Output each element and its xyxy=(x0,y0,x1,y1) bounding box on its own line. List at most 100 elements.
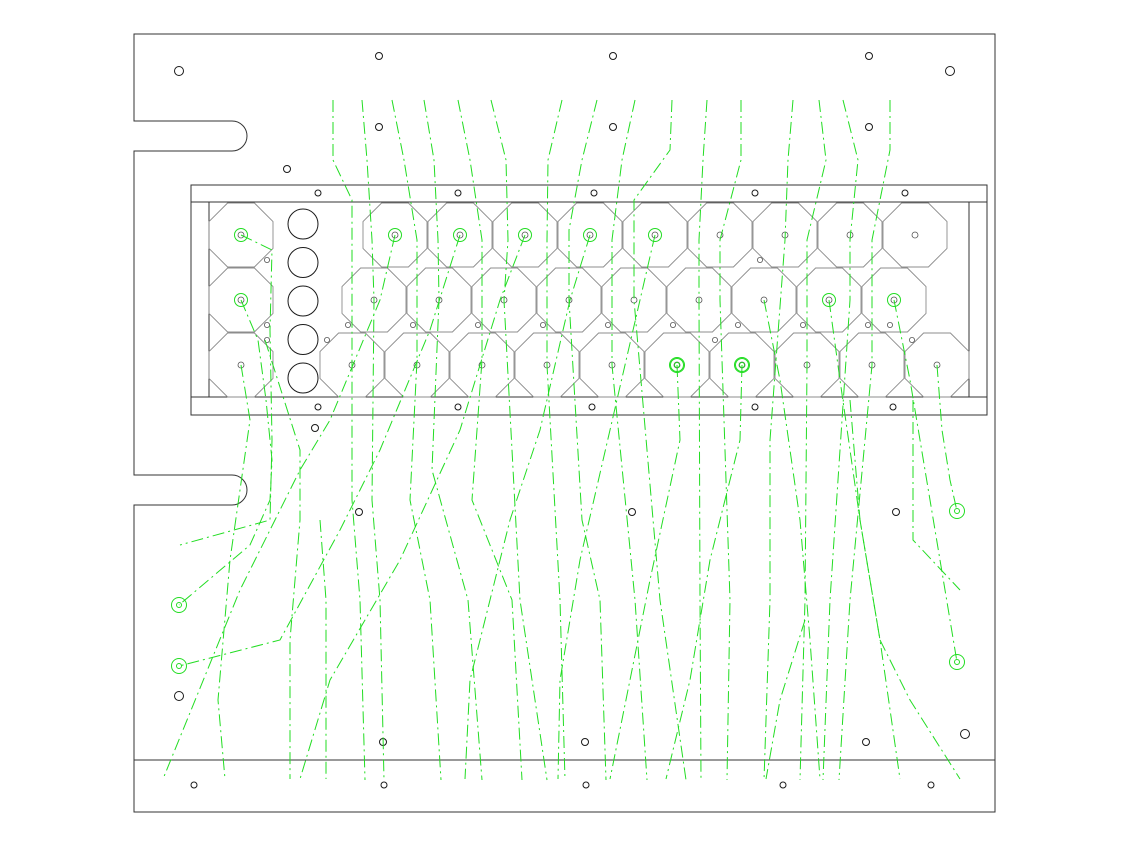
mounting-hole xyxy=(454,403,462,411)
cell-octagon xyxy=(208,332,274,398)
external-port-center xyxy=(954,508,960,514)
connector-hole xyxy=(887,321,894,328)
mounting-hole xyxy=(190,781,198,789)
routing-path xyxy=(611,99,648,781)
routing-path xyxy=(698,99,708,781)
mounting-hole xyxy=(380,781,388,789)
routing-path xyxy=(763,99,794,781)
cell-octagon xyxy=(622,202,688,268)
external-port-center xyxy=(954,659,960,665)
connector-hole xyxy=(757,256,764,263)
highlighted-cell-ring xyxy=(648,228,662,242)
connector-hole xyxy=(800,321,807,328)
cell-octagon xyxy=(861,267,927,333)
mounting-hole xyxy=(375,123,383,131)
large-round-hole xyxy=(287,208,319,240)
cell-octagon xyxy=(904,332,970,398)
routing-path xyxy=(178,299,273,606)
connector-hole xyxy=(735,321,742,328)
routing-path xyxy=(838,100,891,781)
plate-outline xyxy=(133,33,996,813)
routing-path xyxy=(557,234,656,780)
cell-octagon xyxy=(882,202,948,268)
frame xyxy=(190,184,988,416)
cell-octagon xyxy=(362,202,428,268)
connector-hole xyxy=(263,256,270,263)
connector-hole xyxy=(865,321,872,328)
connector-hole xyxy=(323,336,330,343)
cell-octagon xyxy=(536,267,602,333)
mounting-hole xyxy=(865,123,873,131)
highlighted-cell-ring xyxy=(234,293,248,307)
routing-path xyxy=(319,519,327,779)
routing-path xyxy=(665,364,743,780)
cell-octagon xyxy=(557,202,623,268)
connector-hole xyxy=(712,336,719,343)
routing-path xyxy=(299,234,526,780)
routing-path xyxy=(633,99,687,781)
connector-hole xyxy=(263,321,270,328)
external-port-center xyxy=(739,362,745,368)
cell-center-hole xyxy=(237,231,245,239)
mounting-hole xyxy=(960,729,970,739)
cell-octagon xyxy=(731,267,797,333)
mounting-hole xyxy=(174,691,184,701)
external-port-center xyxy=(176,663,182,669)
cell-octagon xyxy=(471,267,537,333)
routing-path xyxy=(162,234,396,780)
mounting-hole xyxy=(901,189,909,197)
mounting-hole xyxy=(283,165,291,173)
mounting-hole xyxy=(892,508,900,516)
routing-path xyxy=(457,99,523,781)
cell-octagon xyxy=(427,202,493,268)
external-port-ring xyxy=(171,597,187,613)
mounting-hole xyxy=(751,189,759,197)
highlighted-cell-ring xyxy=(518,228,532,242)
routing-path xyxy=(893,299,958,663)
mounting-hole xyxy=(889,403,897,411)
routing-path xyxy=(391,99,442,781)
cell-center-hole xyxy=(586,231,594,239)
cell-octagon xyxy=(666,267,732,333)
highlighted-cell-ring xyxy=(887,293,901,307)
cell-center-hole xyxy=(391,231,399,239)
cell-octagon xyxy=(449,332,515,398)
routing-path xyxy=(546,99,566,781)
external-port-ring xyxy=(171,658,187,674)
mounting-hole xyxy=(311,424,319,432)
routing-path xyxy=(765,619,806,780)
mounting-hole xyxy=(581,738,589,746)
mounting-hole xyxy=(582,781,590,789)
mounting-hole xyxy=(609,52,617,60)
cell-octagon xyxy=(774,332,840,398)
cell-octagon xyxy=(601,267,667,333)
highlighted-cell-ring xyxy=(388,228,402,242)
routing-path xyxy=(178,234,461,667)
routing-path xyxy=(849,399,961,780)
routing-path xyxy=(464,234,591,780)
routing-path xyxy=(936,364,958,512)
external-port-ring xyxy=(669,357,685,373)
mounting-hole xyxy=(779,781,787,789)
external-port-center xyxy=(674,362,680,368)
cell-octagon xyxy=(796,267,862,333)
cell-octagon xyxy=(752,202,818,268)
external-port-ring xyxy=(734,357,750,373)
large-round-hole xyxy=(287,285,319,317)
routing-paths xyxy=(162,99,961,781)
cell-octagon xyxy=(817,202,883,268)
cell-octagon xyxy=(687,202,753,268)
cell-octagon xyxy=(514,332,580,398)
mounting-hole xyxy=(174,66,184,76)
cell-center-hole xyxy=(651,231,659,239)
large-round-hole xyxy=(287,324,319,355)
mounting-hole xyxy=(751,403,759,411)
routing-path xyxy=(568,99,607,781)
highlighted-cell-ring xyxy=(822,293,836,307)
routing-path xyxy=(490,99,548,781)
cell-octagon xyxy=(384,332,450,398)
routing-path xyxy=(822,99,859,781)
cell-octagon xyxy=(319,332,385,398)
external-port-ring xyxy=(949,503,965,519)
